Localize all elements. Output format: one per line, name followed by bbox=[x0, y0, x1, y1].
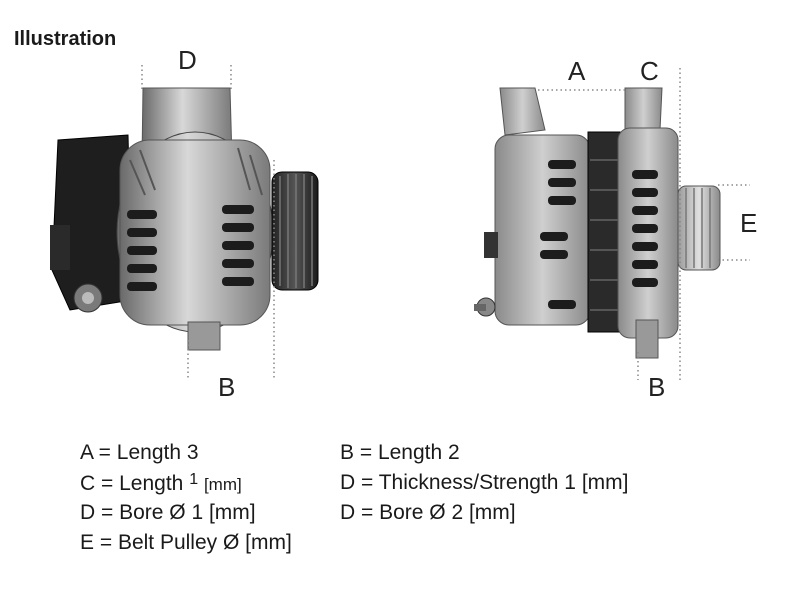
dimension-label-d: D bbox=[178, 45, 197, 75]
alternator-front-view bbox=[50, 87, 319, 351]
dimension-label-c: C bbox=[640, 56, 659, 86]
dimension-label-e: E bbox=[740, 208, 758, 238]
dimension-label-b-left: B bbox=[218, 372, 236, 402]
illustration-title: Illustration bbox=[14, 28, 117, 50]
legend-b: B = Length 2 bbox=[340, 441, 460, 464]
legend-c-unit: [mm] bbox=[203, 475, 242, 494]
legend-d-bore-1: D = Bore Ø 1 [mm] bbox=[80, 501, 256, 524]
legend-d-bore-2: D = Bore Ø 2 [mm] bbox=[340, 501, 516, 524]
dimension-label-b-right: B bbox=[648, 372, 666, 402]
legend-a: A = Length 3 bbox=[80, 441, 199, 464]
legend-c-sup: 1 bbox=[189, 471, 199, 488]
dimension-label-a: A bbox=[568, 56, 586, 86]
legend-e: E = Belt Pulley Ø [mm] bbox=[80, 531, 292, 554]
right-dimension-lines bbox=[538, 68, 750, 380]
legend-c: C = Length 1 [mm] bbox=[80, 471, 242, 496]
legend-d-thickness: D = Thickness/Strength 1 [mm] bbox=[340, 471, 629, 494]
left-dimension-lines bbox=[141, 65, 275, 380]
alternator-side-view bbox=[474, 87, 721, 359]
legend-c-main: C = Length bbox=[80, 472, 184, 495]
